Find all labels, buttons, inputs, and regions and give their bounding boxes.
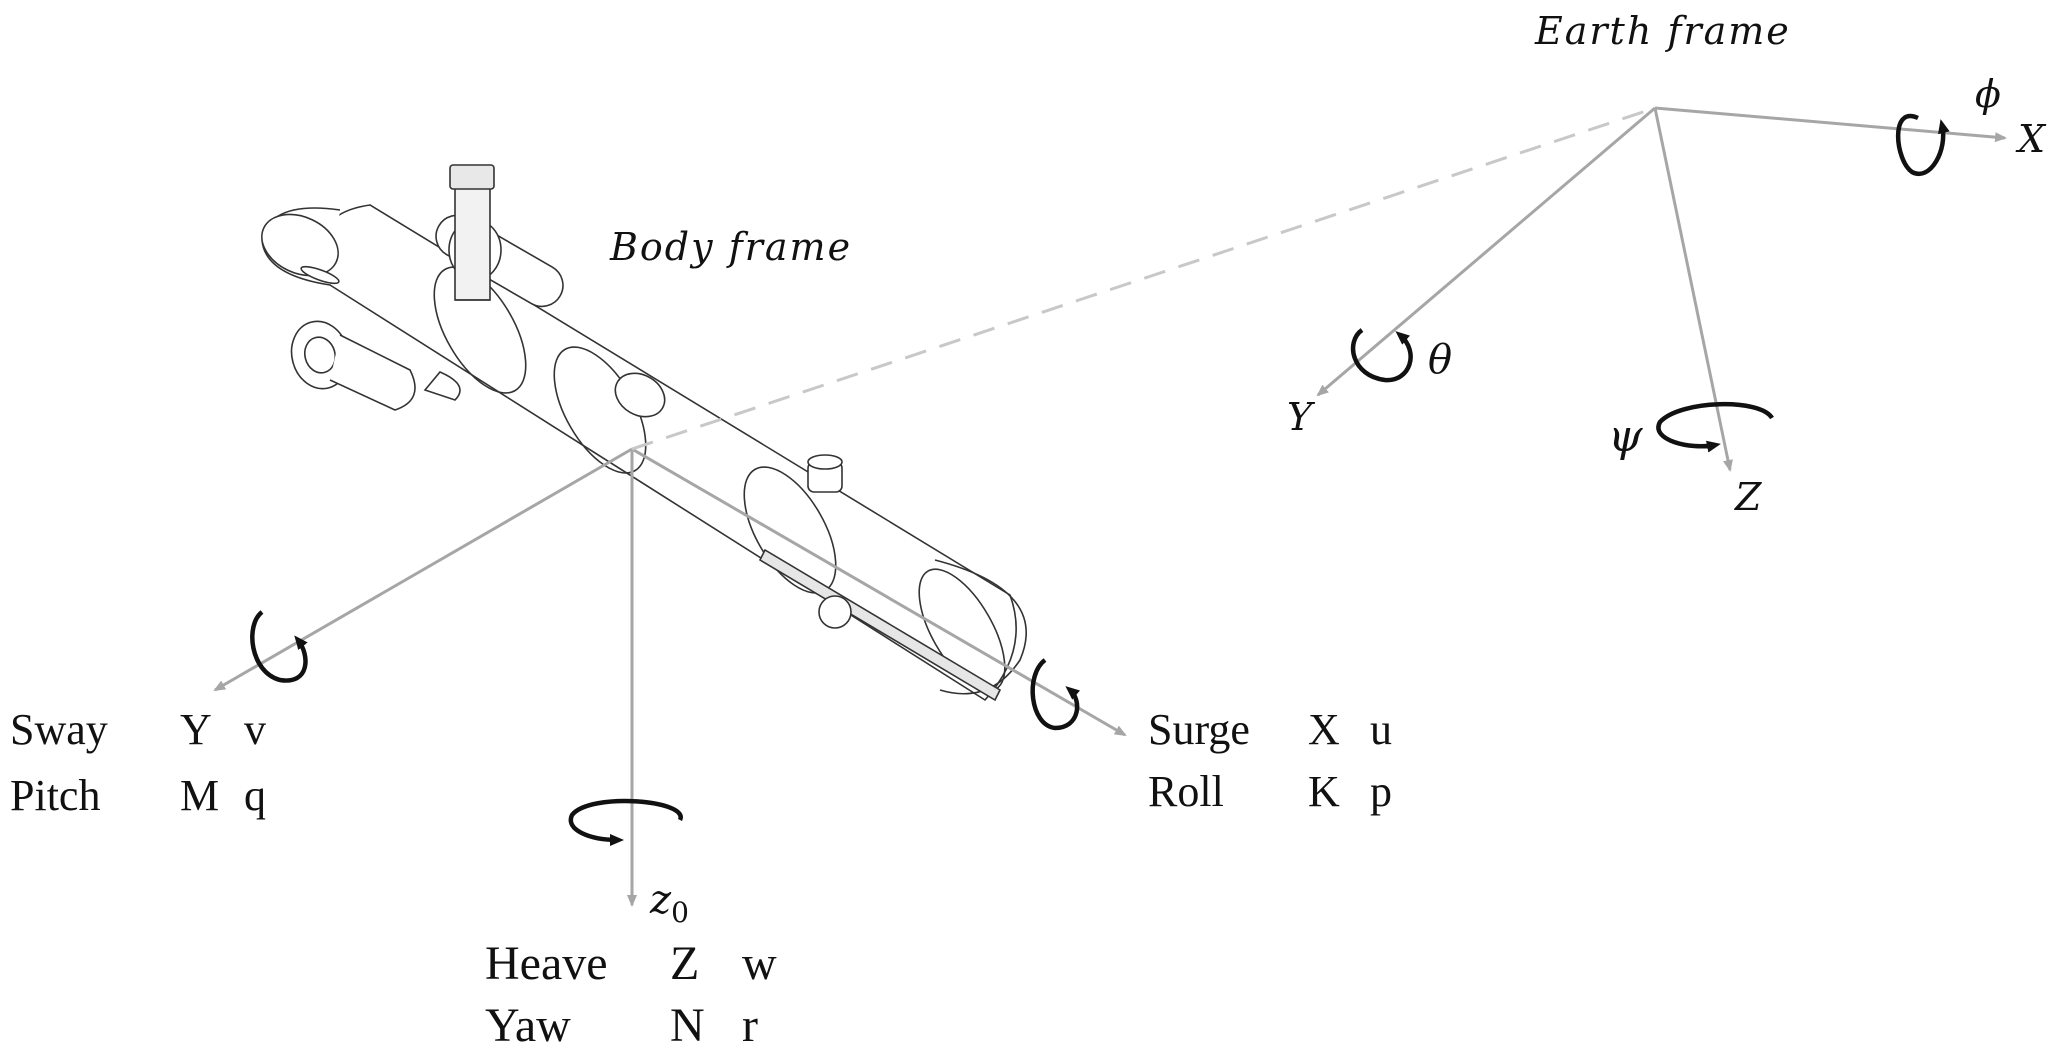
earth-frame-title: Earth frame [1535, 9, 1791, 53]
body-frame-axes [213, 447, 1127, 907]
pitch-name: Pitch [10, 771, 101, 820]
body-z-axis-symbol: z [650, 877, 672, 923]
auv-nose-cone [934, 559, 1027, 695]
body-z-axis-label: z0 [650, 880, 689, 927]
sway-velocity: v [244, 705, 266, 754]
body-roll-rotation-arrow [1030, 658, 1080, 731]
pitch-velocity: q [244, 771, 266, 820]
auv-thruster-housing [329, 334, 416, 411]
roll-name: Roll [1148, 767, 1224, 816]
surge-force: X [1308, 705, 1340, 754]
earth-z-axis [1653, 107, 1733, 472]
auv-tail-cone [261, 213, 339, 277]
roll-velocity: p [1370, 767, 1392, 816]
auv-section-ring [433, 266, 527, 394]
earth-y-axis-label: Y [1287, 395, 1313, 439]
auv-hull [320, 204, 1017, 702]
sway-force: Y [180, 705, 212, 754]
earth-yaw-angle-label: ψ [1608, 411, 1643, 462]
rotation-arrows [250, 113, 1950, 846]
earth-y-axis [1316, 106, 1656, 397]
body-z-axis-subscript: 0 [671, 896, 689, 929]
surge-velocity: u [1370, 705, 1392, 754]
yaw-velocity: r [742, 999, 758, 1052]
yaw-force: N [670, 999, 705, 1052]
auv-vehicle-drawing [261, 164, 1027, 702]
earth-pitch-rotation-arrow [1350, 328, 1413, 383]
auv-tail-slot [300, 265, 340, 285]
earth-x-axis [1654, 106, 2007, 143]
auv-mast [454, 184, 491, 301]
auv-fin [423, 371, 461, 401]
earth-pitch-angle-label: θ [1428, 337, 1453, 383]
auv-side-port [818, 595, 852, 629]
earth-z-axis-label: Z [1735, 475, 1762, 519]
yaw-name: Yaw [485, 999, 571, 1052]
heave-name: Heave [485, 937, 608, 990]
heave-force: Z [670, 937, 700, 990]
body-x-axis [631, 447, 1127, 737]
auv-side-strip [758, 548, 1002, 702]
body-frame-title: Body frame [610, 225, 853, 269]
earth-roll-angle-label: ϕ [1975, 72, 2001, 116]
auv-mast-top [449, 164, 495, 190]
surge-name: Surge [1148, 705, 1250, 754]
body-y-axis [213, 447, 633, 692]
body-yaw-rotation-arrow [568, 798, 683, 846]
pitch-force: M [180, 771, 220, 820]
body-pitch-rotation-arrow [250, 610, 308, 683]
earth-roll-rotation-arrow [1895, 113, 1950, 177]
heave-velocity: w [742, 937, 777, 990]
earth-yaw-rotation-arrow [1656, 402, 1774, 453]
earth-x-axis-label: X [2018, 117, 2046, 161]
sway-name: Sway [10, 705, 108, 754]
auv-window [614, 372, 666, 418]
frame-connection-dashed-line [631, 106, 1656, 451]
roll-force: K [1308, 767, 1340, 816]
